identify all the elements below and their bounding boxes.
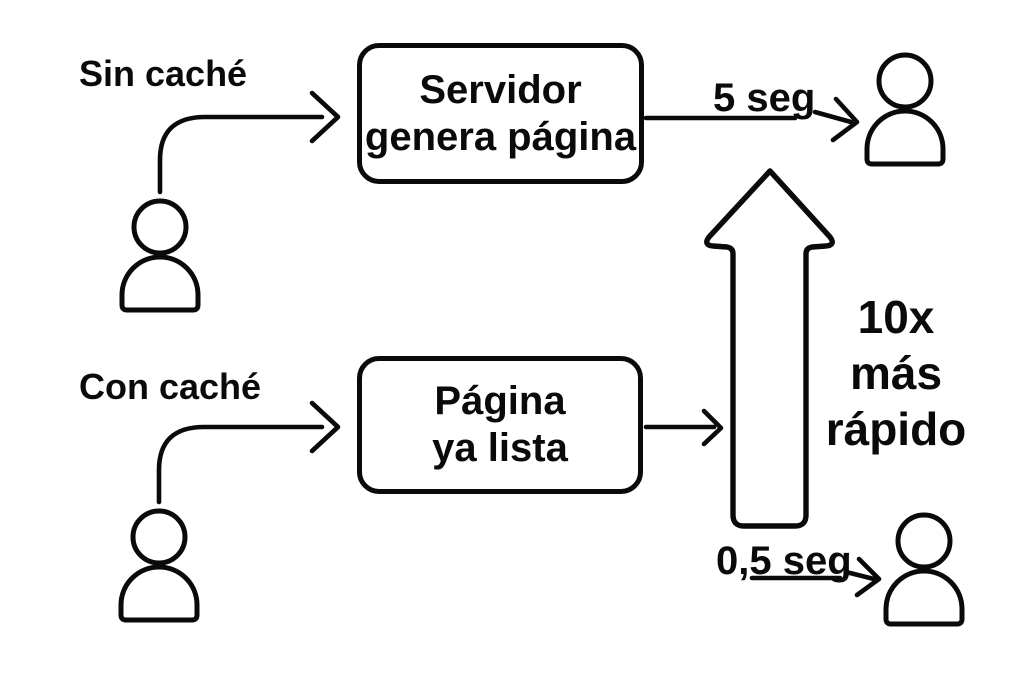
result-arrow-bottom-head: [854, 556, 882, 598]
time-label-05seg: 0,5 seg: [716, 539, 852, 583]
speedup-line3: rápido: [825, 403, 967, 455]
curved-arrow-bottom-head: [309, 400, 341, 454]
speedup-line2: más: [849, 347, 943, 399]
user-icon-top-right: [864, 52, 946, 167]
box-pagina-line1: Página: [434, 379, 566, 423]
result-arrow-bottom-tail: [843, 569, 877, 582]
big-up-arrow: [704, 168, 835, 529]
user-body: [864, 108, 946, 167]
box-servidor-line1: Servidor: [419, 67, 582, 112]
label-sin-cache: Sin caché: [79, 53, 248, 94]
box-pagina-line2: ya lista: [432, 426, 568, 470]
user-icon-top-left: [119, 198, 201, 313]
user-body: [119, 254, 201, 313]
curved-arrow-bottom: [156, 424, 325, 505]
user-head: [130, 508, 188, 566]
box-servidor-genera-pagina: Servidor genera página: [357, 43, 644, 184]
result-arrow-top-head: [830, 96, 860, 143]
user-icon-bottom-right: [883, 512, 965, 627]
middle-arrow-head: [701, 408, 724, 447]
user-body: [883, 568, 965, 627]
user-icon-bottom-left: [118, 508, 200, 623]
time-label-5seg: 5 seg: [713, 76, 816, 120]
user-head: [876, 52, 934, 110]
box-pagina-ya-lista: Página ya lista: [357, 356, 643, 494]
speedup-annotation: 10x más rápido: [812, 289, 980, 457]
user-head: [895, 512, 953, 570]
result-arrow-top-tail: [812, 109, 854, 125]
curved-arrow-top: [157, 114, 325, 195]
speedup-line1: 10x: [857, 291, 935, 343]
box-servidor-line2: genera página: [364, 114, 637, 159]
curved-arrow-top-head: [309, 90, 341, 144]
user-head: [131, 198, 189, 256]
user-body: [118, 564, 200, 623]
label-con-cache: Con caché: [79, 366, 262, 407]
